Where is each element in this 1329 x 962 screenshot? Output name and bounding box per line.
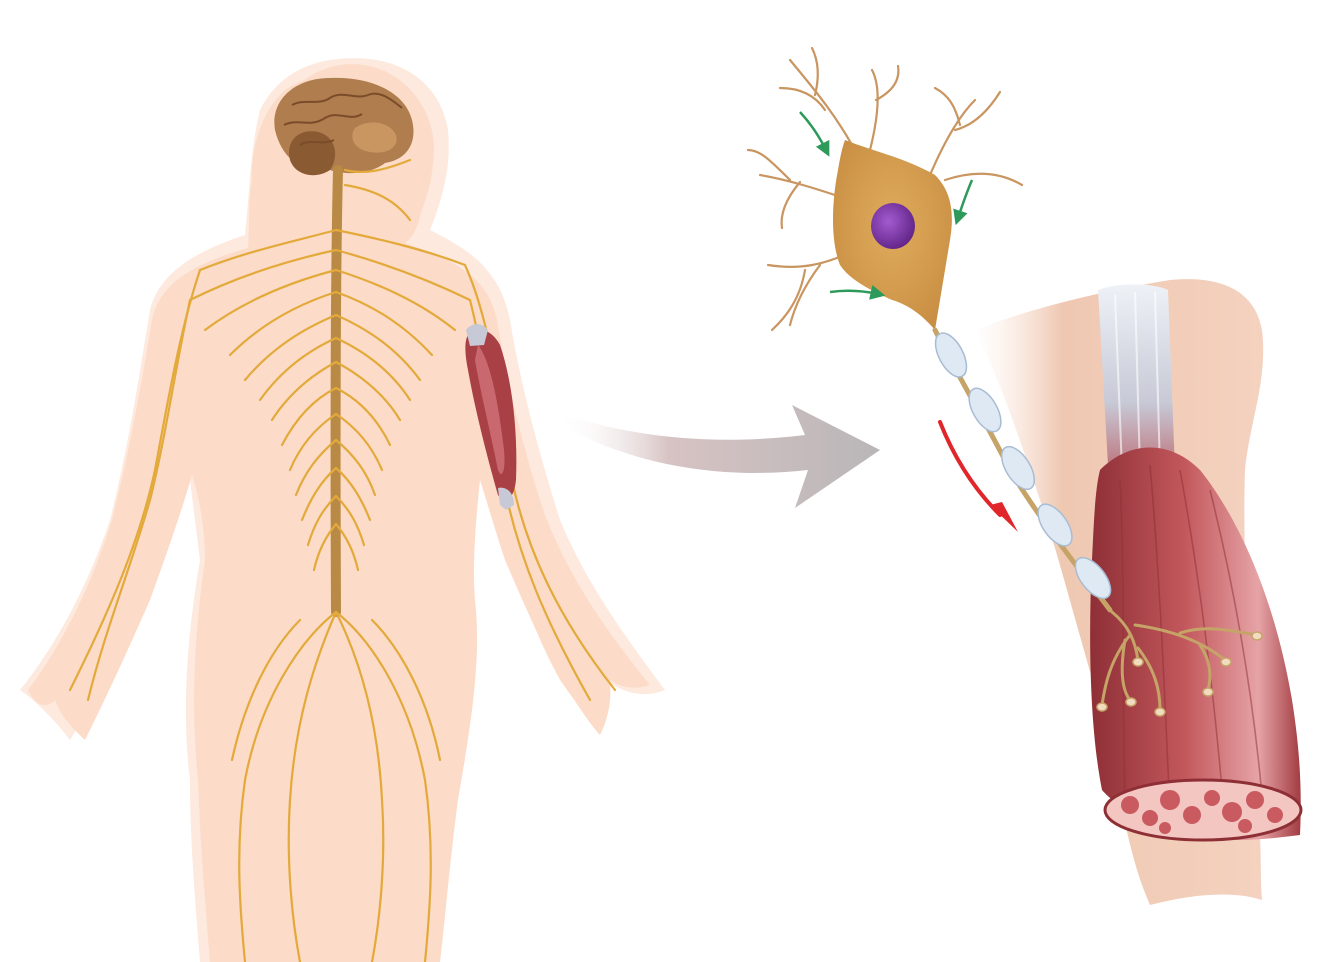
human-figure (20, 58, 665, 962)
green-arrow-icon (830, 291, 878, 294)
neuron-nucleus (871, 203, 915, 249)
green-arrow-icon (958, 180, 972, 218)
spinal-cord (336, 170, 338, 612)
green-arrow-icon (800, 112, 826, 150)
output-signal-arrow-icon (940, 422, 1018, 532)
transfer-arrow-icon (555, 405, 880, 508)
